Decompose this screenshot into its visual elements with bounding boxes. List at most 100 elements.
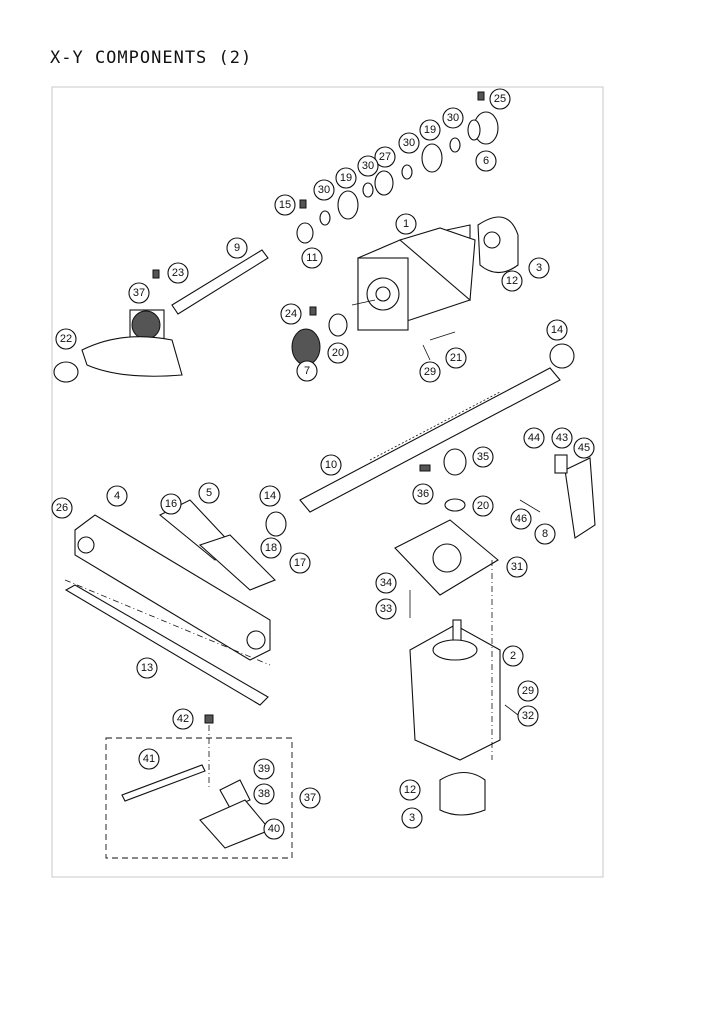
svg-text:19: 19 [340, 172, 352, 184]
callout-29-upper: 29 [419, 361, 441, 383]
callout-36: 36 [412, 483, 434, 505]
upper-motor-assembly [53, 91, 519, 383]
callout-1: 1 [395, 213, 417, 235]
svg-text:15: 15 [279, 199, 291, 211]
callout-37-kit: 37 [299, 787, 321, 809]
page-title: X-Y COMPONENTS (2) [50, 48, 253, 68]
callout-30-c: 30 [398, 132, 420, 154]
svg-text:8: 8 [542, 528, 548, 540]
callout-14-upper: 14 [546, 319, 568, 341]
svg-text:18: 18 [265, 542, 277, 554]
sensor-bracket [519, 454, 596, 539]
lower-motor-assembly [394, 448, 519, 816]
svg-text:10: 10 [325, 459, 337, 471]
svg-text:32: 32 [522, 710, 534, 722]
svg-text:19: 19 [424, 124, 436, 136]
callout-29-lower: 29 [517, 680, 539, 702]
svg-text:12: 12 [404, 784, 416, 796]
callout-12-upper: 12 [501, 270, 523, 292]
callout-12-lower: 12 [399, 779, 421, 801]
callout-11: 11 [301, 247, 323, 269]
callout-32: 32 [517, 705, 539, 727]
svg-text:24: 24 [285, 308, 297, 320]
callout-45: 45 [573, 437, 595, 459]
callout-35: 35 [472, 446, 494, 468]
callout-33: 33 [375, 598, 397, 620]
callout-16: 16 [160, 493, 182, 515]
callout-18: 18 [260, 537, 282, 559]
callout-19-left: 19 [335, 167, 357, 189]
svg-text:20: 20 [477, 500, 489, 512]
svg-text:34: 34 [380, 577, 392, 589]
svg-text:23: 23 [172, 267, 184, 279]
svg-text:41: 41 [143, 753, 155, 765]
callout-46: 46 [510, 508, 532, 530]
callout-38: 38 [253, 783, 275, 805]
svg-text:30: 30 [403, 137, 415, 149]
svg-text:44: 44 [528, 432, 540, 444]
svg-text:20: 20 [332, 347, 344, 359]
callout-44: 44 [523, 427, 545, 449]
svg-text:4: 4 [114, 490, 120, 502]
callout-34: 34 [375, 572, 397, 594]
callout-15: 15 [274, 194, 296, 216]
svg-text:36: 36 [417, 488, 429, 500]
callout-30-b: 30 [357, 155, 379, 177]
svg-text:5: 5 [206, 487, 212, 499]
svg-text:9: 9 [234, 242, 240, 254]
diagram-frame [51, 86, 604, 878]
svg-text:30: 30 [318, 184, 330, 196]
svg-text:13: 13 [141, 662, 153, 674]
callout-20-lower: 20 [472, 495, 494, 517]
svg-text:6: 6 [483, 155, 489, 167]
svg-text:14: 14 [551, 324, 563, 336]
callout-6: 6 [475, 150, 497, 172]
callout-43: 43 [551, 427, 573, 449]
callout-2: 2 [502, 645, 524, 667]
svg-text:35: 35 [477, 451, 489, 463]
callout-42: 42 [172, 708, 194, 730]
svg-text:25: 25 [494, 93, 506, 105]
svg-text:45: 45 [578, 442, 590, 454]
callout-4: 4 [106, 485, 128, 507]
svg-text:33: 33 [380, 603, 392, 615]
svg-text:7: 7 [304, 365, 310, 377]
rail-assembly [64, 499, 287, 706]
svg-text:30: 30 [447, 112, 459, 124]
callout-3-lower: 3 [401, 807, 423, 829]
callout-23: 23 [167, 262, 189, 284]
callout-37-upper: 37 [128, 282, 150, 304]
callout-21: 21 [445, 347, 467, 369]
svg-text:27: 27 [379, 151, 391, 163]
callout-5: 5 [198, 482, 220, 504]
callout-19-right: 19 [419, 119, 441, 141]
callout-41: 41 [138, 748, 160, 770]
svg-text:29: 29 [424, 366, 436, 378]
callout-39: 39 [253, 758, 275, 780]
svg-text:16: 16 [165, 498, 177, 510]
svg-text:26: 26 [56, 502, 68, 514]
callout-24: 24 [280, 303, 302, 325]
svg-text:12: 12 [506, 275, 518, 287]
svg-text:2: 2 [510, 650, 516, 662]
svg-text:3: 3 [536, 262, 542, 274]
rack-shaft [299, 343, 575, 513]
svg-text:37: 37 [133, 287, 145, 299]
svg-text:42: 42 [177, 713, 189, 725]
svg-text:29: 29 [522, 685, 534, 697]
svg-text:1: 1 [403, 218, 409, 230]
callout-40: 40 [263, 818, 285, 840]
callout-3-upper: 3 [528, 257, 550, 279]
svg-text:38: 38 [258, 788, 270, 800]
callout-30-a: 30 [313, 179, 335, 201]
callout-10: 10 [320, 454, 342, 476]
svg-text:3: 3 [409, 812, 415, 824]
svg-text:17: 17 [294, 557, 306, 569]
callout-26: 26 [51, 497, 73, 519]
svg-text:40: 40 [268, 823, 280, 835]
svg-text:22: 22 [60, 333, 72, 345]
callout-30-d: 30 [442, 107, 464, 129]
svg-text:46: 46 [515, 513, 527, 525]
callout-31: 31 [506, 556, 528, 578]
